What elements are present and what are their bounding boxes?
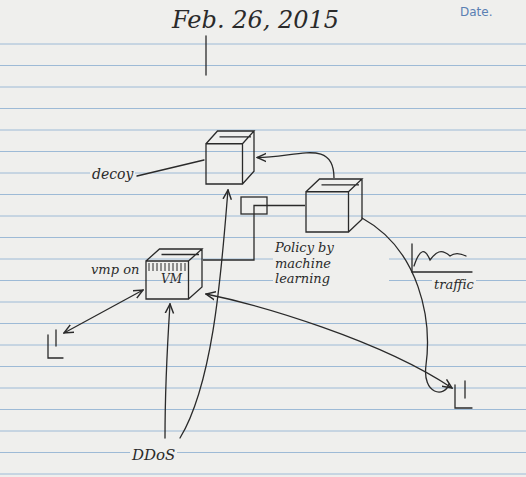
axis-label: traffic	[432, 277, 476, 293]
cube-path	[146, 249, 202, 299]
ruled-line	[0, 409, 526, 410]
ruled-line	[0, 44, 526, 45]
server-cube: decoy	[205, 130, 255, 185]
ruled-line	[0, 173, 526, 174]
hatching	[149, 263, 185, 271]
ruled-line	[0, 87, 526, 88]
ruled-line	[0, 194, 526, 195]
cube-path	[206, 131, 254, 184]
date-title: Feb. 26, 2015	[170, 6, 341, 35]
client-symbol	[48, 330, 63, 358]
server-cube: Policy by machine learning	[305, 178, 363, 233]
ruled-line	[0, 237, 526, 238]
node-caption: Policy by machine learning	[273, 240, 389, 287]
leader-line	[137, 160, 204, 176]
ruled-line	[0, 151, 526, 152]
ruled-line	[0, 259, 526, 260]
ddos-arrow	[180, 190, 228, 438]
ruled-line	[0, 431, 526, 432]
cube-path	[306, 179, 362, 232]
client-arrow	[64, 290, 143, 333]
node-heading: vmp on	[89, 262, 141, 278]
ruled-line	[0, 108, 526, 109]
ruled-line	[0, 452, 526, 453]
ruled-line	[0, 366, 526, 367]
node-label: VM	[159, 272, 184, 286]
cube-outline	[305, 178, 363, 233]
ruled-line	[0, 65, 526, 66]
graph-axis	[412, 244, 472, 272]
traffic-curve	[414, 252, 466, 266]
cube-outline	[205, 130, 255, 185]
ruled-line	[0, 474, 526, 475]
ruled-lines	[0, 44, 526, 474]
client-symbol	[455, 381, 472, 408]
client-arrow	[206, 294, 452, 388]
attack-label: DDoS	[130, 446, 177, 464]
connector	[257, 153, 334, 178]
server-cube: vmp onVM	[145, 248, 203, 300]
title-stroke	[205, 36, 206, 75]
ruled-line	[0, 323, 526, 324]
ddos-arrow	[165, 304, 170, 438]
ruled-line	[0, 302, 526, 303]
ruled-line	[0, 130, 526, 131]
node-heading: decoy	[90, 166, 135, 183]
ruled-line	[0, 216, 526, 217]
ruled-line	[0, 345, 526, 346]
paper-date-field: Date.	[458, 5, 495, 19]
